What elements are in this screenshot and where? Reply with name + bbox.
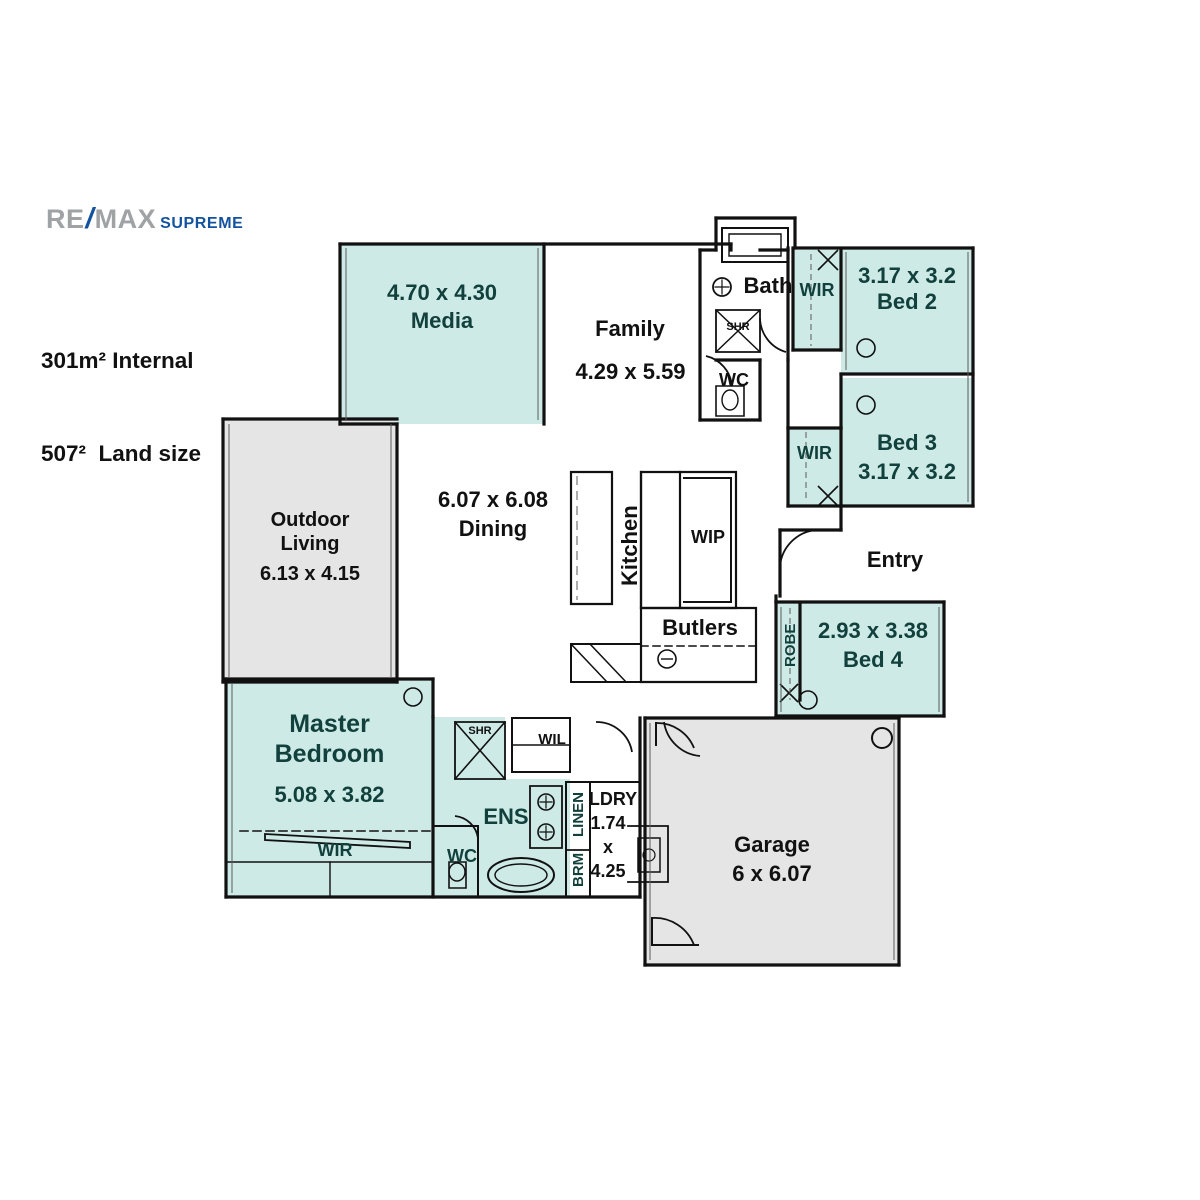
internal-area-text: 301m² Internal xyxy=(41,348,194,373)
room-bed-3 xyxy=(841,378,973,506)
closet-wir-bed-2 xyxy=(793,250,841,350)
room-bed-2 xyxy=(841,248,973,374)
room-master-bedroom xyxy=(226,679,433,897)
logo-slash-icon: / xyxy=(85,203,94,235)
logo-text-max: MAX xyxy=(94,204,157,234)
land-area-text: 507² Land size xyxy=(41,441,202,466)
logo-text-re: RE xyxy=(46,204,85,234)
ens-shower-bay xyxy=(433,717,505,779)
room-outdoor-living xyxy=(223,419,397,682)
room-bed-4 xyxy=(776,602,944,716)
area-summary: 301m² Internal 507² Land size xyxy=(41,283,201,531)
logo-text-supreme: SUPREME xyxy=(160,215,244,232)
room-garage xyxy=(645,718,899,965)
room-media xyxy=(340,244,544,424)
closet-wir-bed-3 xyxy=(788,428,841,506)
room-ens xyxy=(433,779,570,897)
